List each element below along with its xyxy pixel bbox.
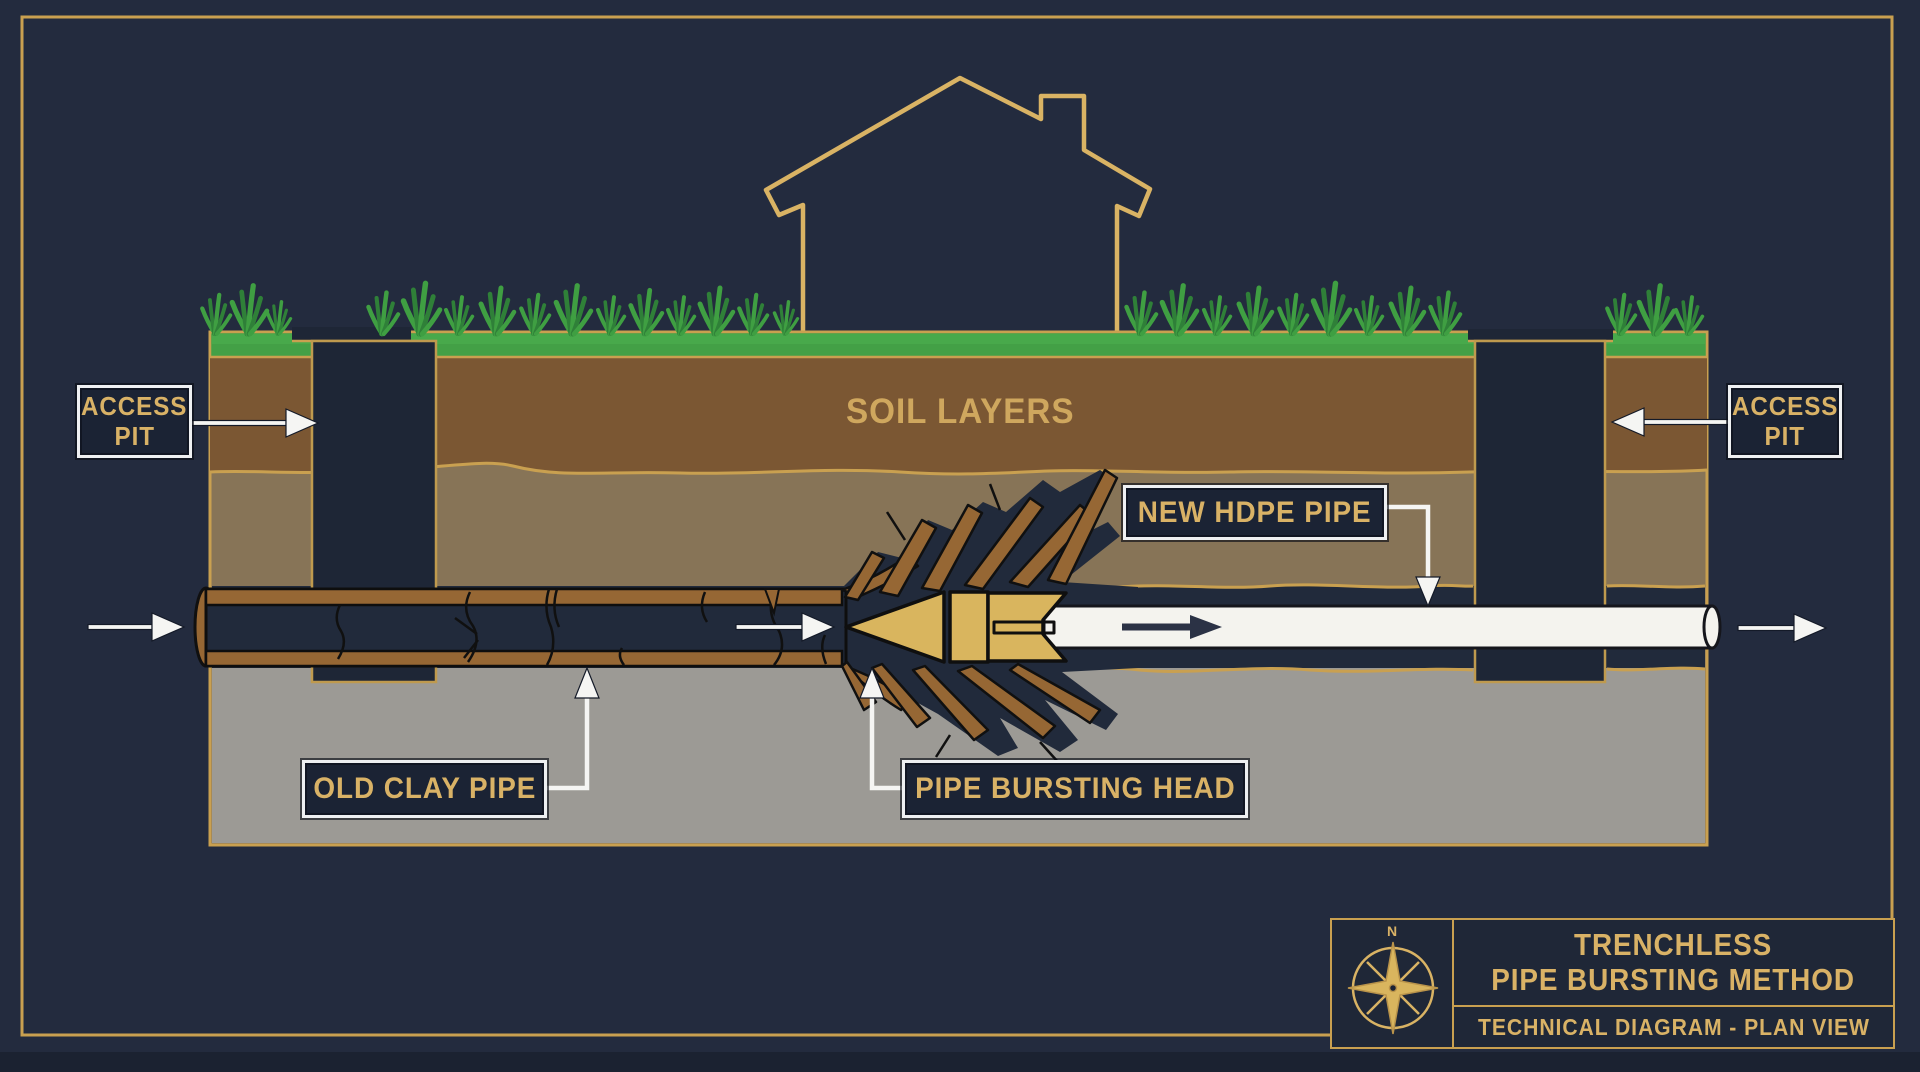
arrow-access-pit-right (1643, 418, 1729, 426)
frame-border (20, 15, 1894, 1037)
arrow-inside-old-pipe (735, 623, 803, 631)
compass-cell: N (1332, 920, 1454, 1047)
compass-rose-icon (1347, 941, 1439, 1035)
title-block: N TRENCHLESS PIPE BURSTING METHOD TECHNI… (1330, 918, 1895, 1049)
access-pit-right-label: ACCESS PIT (1728, 385, 1842, 458)
arrow-access-pit-left (191, 419, 287, 427)
old-clay-pipe-label: OLD CLAY PIPE (302, 760, 547, 818)
direction-arrows (87, 407, 1828, 643)
new-hdpe-pipe-label: NEW HDPE PIPE (1123, 485, 1387, 540)
pipe-bursting-head-label: PIPE BURSTING HEAD (902, 760, 1248, 818)
new-hdpe-pipe (1042, 604, 1722, 650)
soil-layer-topsoil (210, 334, 1707, 474)
title-cell: TRENCHLESS PIPE BURSTING METHOD TECHNICA… (1454, 920, 1893, 1047)
grass-tufts (202, 283, 1702, 334)
compass-north-label: N (1386, 923, 1398, 939)
flow-arrow-in-new-pipe (1122, 615, 1222, 639)
bottom-strip (0, 1052, 1920, 1072)
arrow-right-outside (1737, 624, 1795, 632)
house-outline (763, 75, 1153, 331)
pipe-bursting-head (844, 590, 1068, 664)
diagram-subtitle: TECHNICAL DIAGRAM - PLAN VIEW (1454, 1005, 1893, 1047)
leader-lines (547, 504, 1441, 791)
burst-shards (840, 468, 1119, 763)
arrow-left-outside (87, 623, 153, 631)
old-clay-pipe (193, 586, 848, 668)
soil-layers-label: SOIL LAYERS (845, 392, 1075, 431)
diagram-title: TRENCHLESS PIPE BURSTING METHOD (1491, 926, 1856, 997)
access-pit-left-label: ACCESS PIT (77, 385, 192, 458)
